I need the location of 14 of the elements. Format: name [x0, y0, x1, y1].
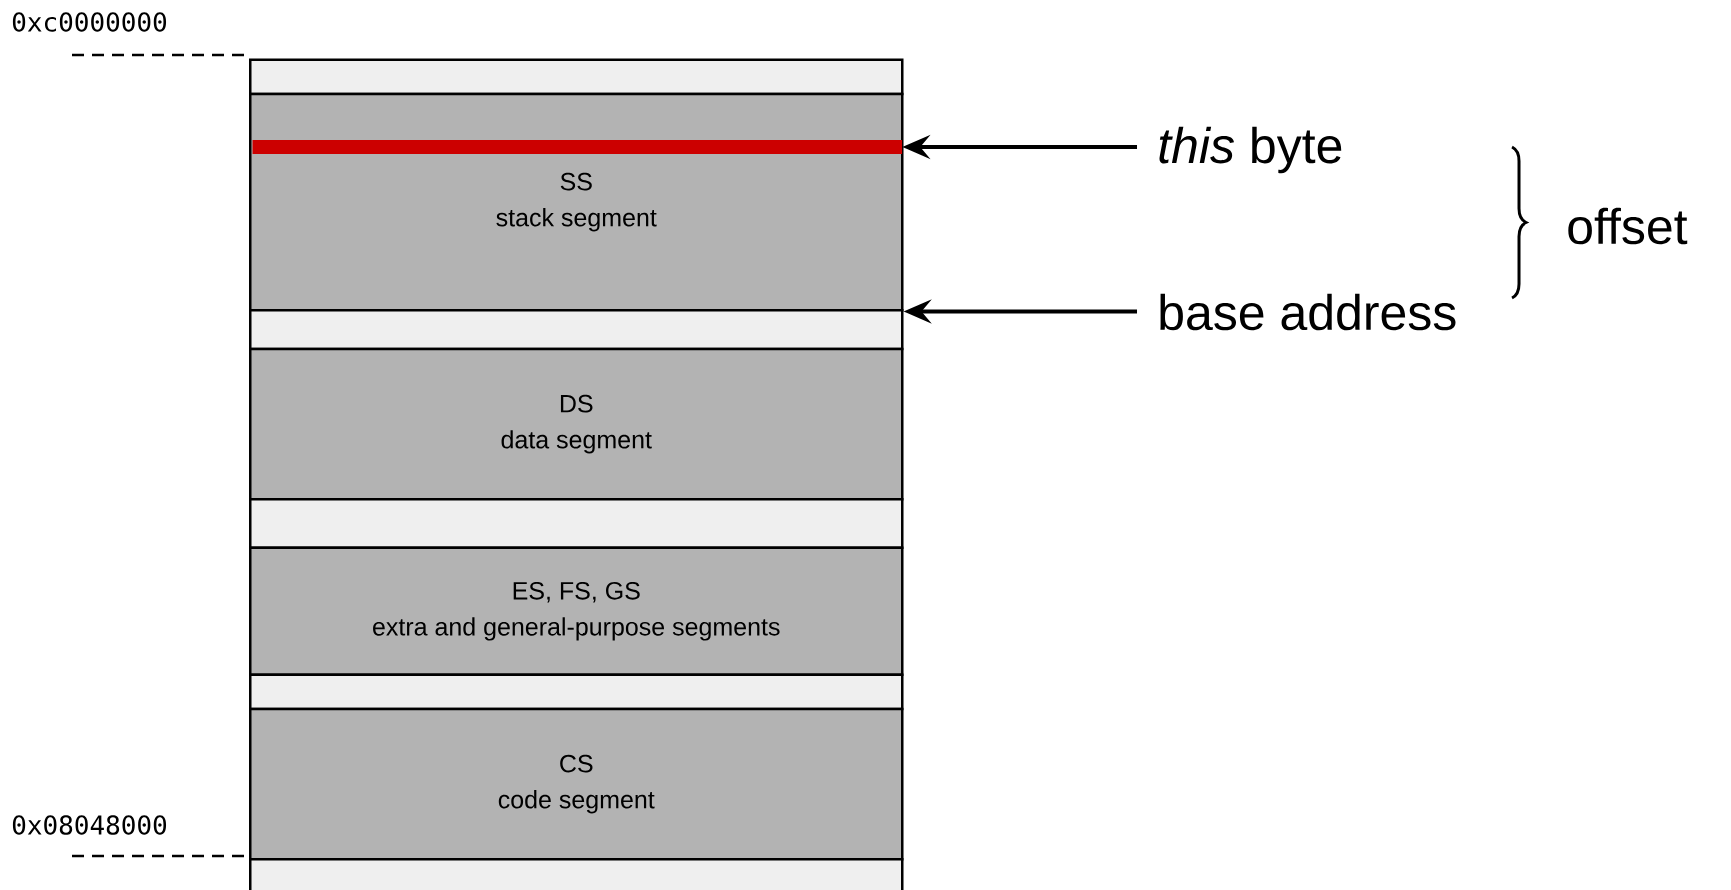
segment-box: DS data segment [249, 347, 904, 501]
gap-box [249, 498, 904, 549]
gap-box [249, 673, 904, 711]
segment-box: SS stack segment [249, 92, 904, 312]
gap-box [249, 58, 904, 96]
brace-label: offset [1568, 207, 1688, 245]
segment-box: ES, FS, GS extra and general-purpose segments [249, 546, 904, 676]
segment-box: CS code segment [249, 707, 904, 861]
address-label: 0x08048000 [12, 815, 167, 835]
gap-box [249, 858, 904, 890]
address-label: 0xc0000000 [12, 12, 167, 32]
pointer-label: base address [1160, 293, 1456, 331]
gap-box [249, 309, 904, 351]
pointer-label: this byte [1159, 126, 1342, 174]
